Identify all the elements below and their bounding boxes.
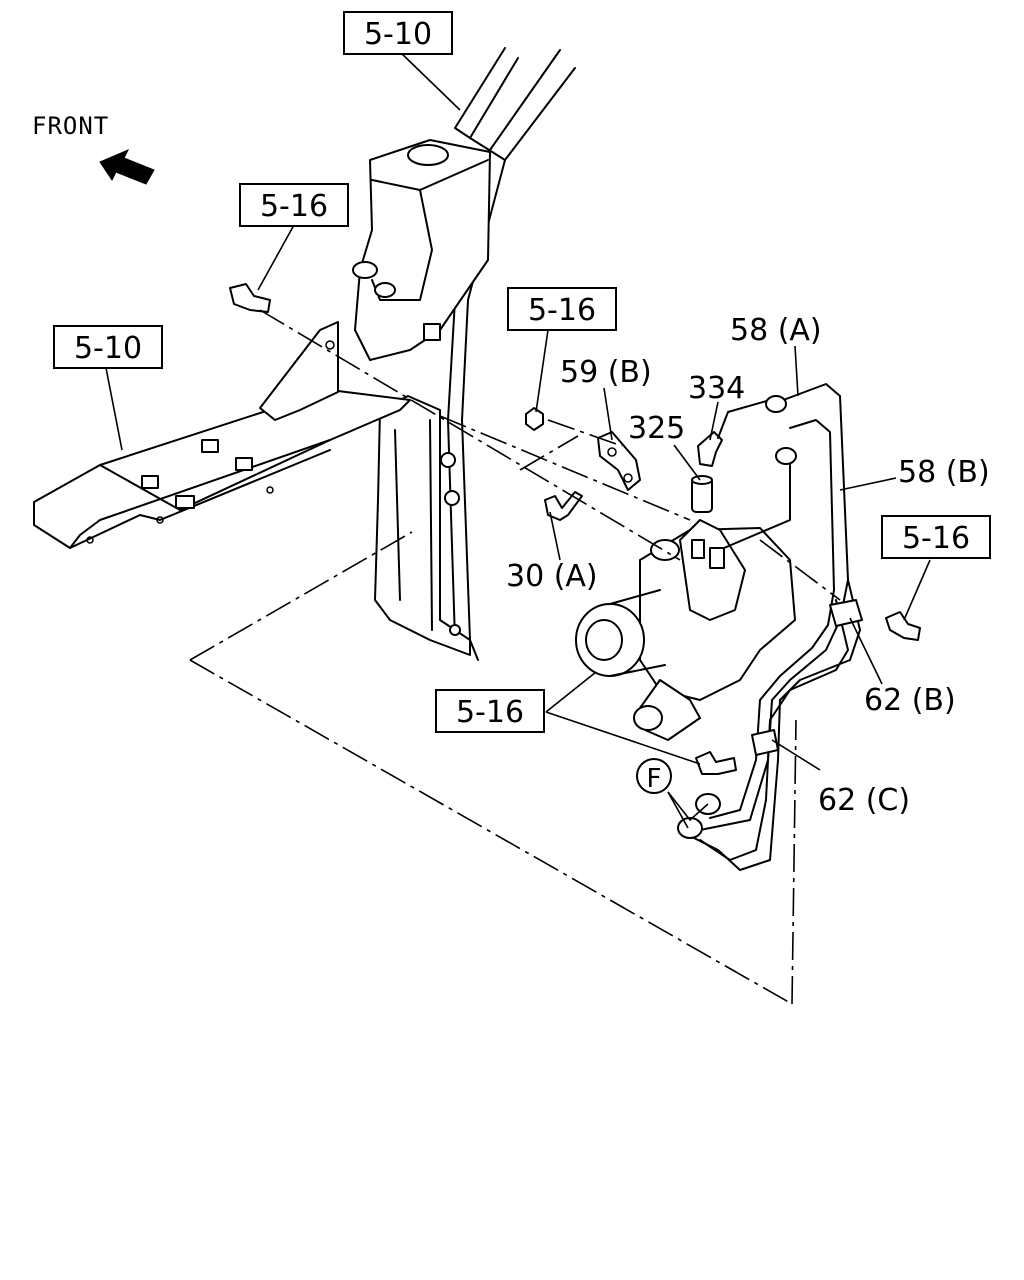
label-30a: 30 (A) xyxy=(506,559,598,594)
motor-assembly xyxy=(575,519,796,741)
ref-box-5-16-left[interactable]: 5-16 xyxy=(239,183,349,227)
svg-text:5-16: 5-16 xyxy=(902,521,970,556)
svg-text:5-16: 5-16 xyxy=(528,293,596,328)
label-59b: 59 (B) xyxy=(560,355,652,390)
nut-upper xyxy=(525,407,544,431)
svg-text:5-16: 5-16 xyxy=(260,189,328,224)
alignment-lines xyxy=(189,309,841,1005)
svg-text:5-16: 5-16 xyxy=(456,695,524,730)
cross-member xyxy=(352,139,491,361)
svg-text:5-10: 5-10 xyxy=(364,17,432,52)
bolt-right xyxy=(885,611,921,641)
label-58a: 58 (A) xyxy=(730,313,822,348)
bolt-59b xyxy=(597,431,641,491)
label-334: 334 xyxy=(688,371,745,406)
label-58b: 58 (B) xyxy=(898,455,990,490)
bolt-30a xyxy=(544,491,583,521)
fitting-325 xyxy=(691,475,713,513)
ref-box-5-10-left[interactable]: 5-10 xyxy=(53,325,163,369)
bolt-lower xyxy=(695,751,737,775)
front-label: FRONT xyxy=(32,112,109,140)
label-62c: 62 (C) xyxy=(818,783,910,818)
ref-box-5-16-lower[interactable]: 5-16 xyxy=(435,689,545,733)
svg-text:F: F xyxy=(647,764,662,794)
bracket-vertical xyxy=(374,395,471,656)
svg-text:5-10: 5-10 xyxy=(74,331,142,366)
ref-box-5-10-top[interactable]: 5-10 xyxy=(343,11,453,55)
ref-box-5-16-right[interactable]: 5-16 xyxy=(881,515,991,559)
label-62b: 62 (B) xyxy=(864,683,956,718)
bolt-upper-left xyxy=(229,283,271,313)
callout-f[interactable]: F xyxy=(636,758,672,794)
side-rail xyxy=(33,321,411,549)
ref-box-5-16-center[interactable]: 5-16 xyxy=(507,287,617,331)
elbow-334 xyxy=(697,431,723,467)
front-arrow-icon xyxy=(99,149,155,185)
pipe-lines xyxy=(677,383,863,871)
label-325: 325 xyxy=(628,411,685,446)
leader-lines xyxy=(105,51,931,829)
